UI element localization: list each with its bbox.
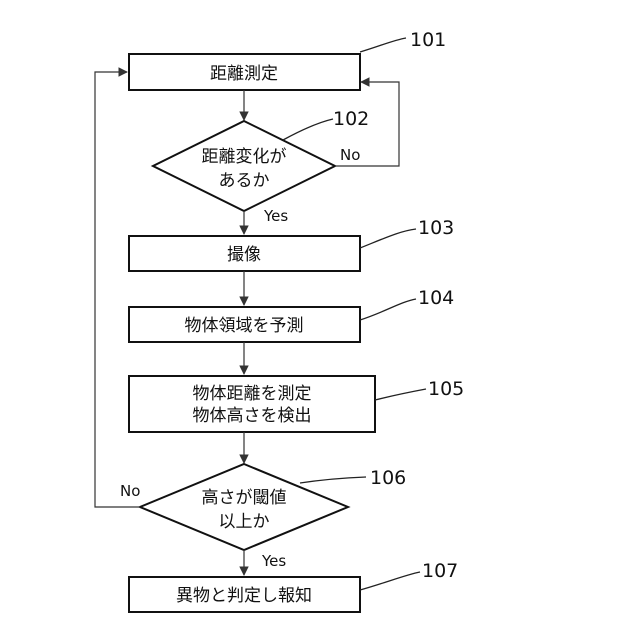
step-101-label: 距離測定 (210, 64, 278, 84)
step-104-label: 物体領域を予測 (185, 316, 304, 336)
ref-103: 103 (418, 217, 454, 239)
ref-105: 105 (428, 378, 464, 400)
ref-101: 101 (410, 29, 446, 51)
decision-106-line2: 以上か (219, 512, 270, 532)
ref-104-leader (360, 299, 416, 320)
step-105-line2: 物体高さを検出 (193, 406, 312, 426)
ref-106: 106 (370, 467, 406, 489)
ref-104: 104 (418, 287, 454, 309)
flow-106-no-loop (95, 72, 140, 507)
ref-107-leader (360, 572, 420, 590)
decision-102-line2: あるか (219, 171, 270, 191)
ref-101-leader (360, 38, 406, 52)
step-105-line1: 物体距離を測定 (193, 384, 312, 404)
ref-102: 102 (333, 108, 369, 130)
step-103-label: 撮像 (227, 245, 261, 265)
ref-106-leader (300, 477, 366, 483)
decision-106-yes: Yes (261, 552, 286, 570)
decision-102-yes: Yes (263, 207, 288, 225)
ref-102-leader (283, 119, 333, 140)
decision-106-line1: 高さが閾値 (202, 488, 287, 508)
decision-106-no: No (120, 482, 140, 500)
decision-102-no: No (340, 146, 360, 164)
ref-107: 107 (422, 560, 458, 582)
step-107-label: 異物と判定し報知 (176, 586, 312, 606)
ref-105-leader (375, 389, 426, 400)
ref-103-leader (360, 229, 416, 248)
decision-102-line1: 距離変化が (202, 147, 287, 167)
